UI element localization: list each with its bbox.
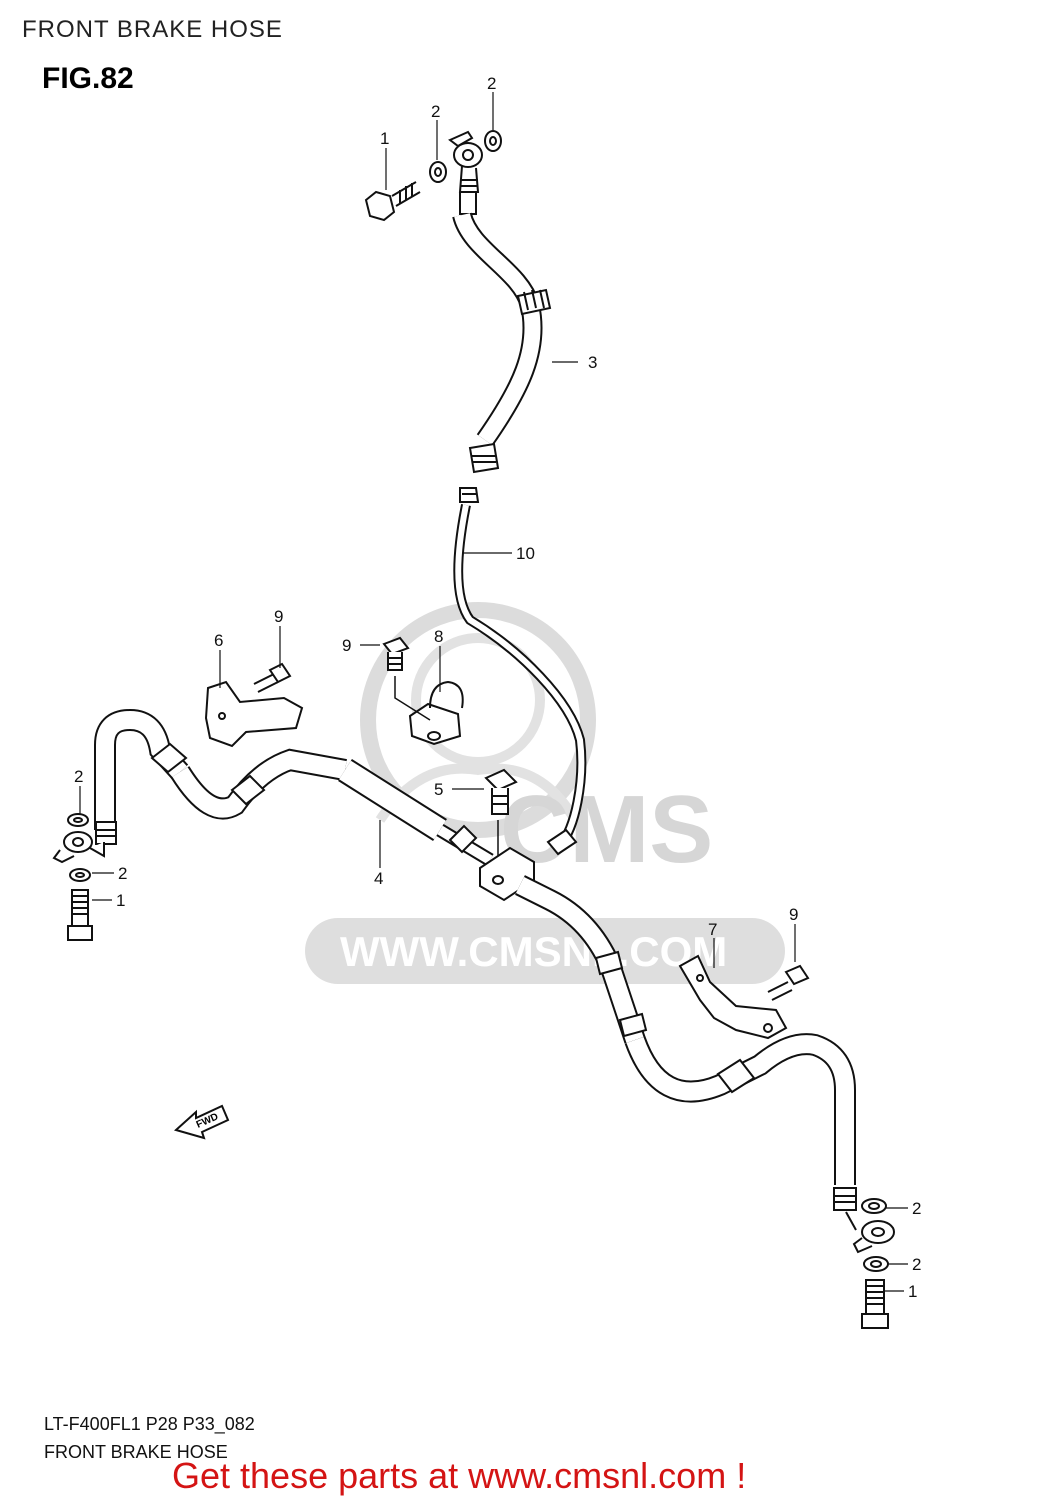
model-code: LT-F400FL1 P28 P33_082 — [44, 1414, 255, 1434]
bolt-9-bracket-6 — [253, 662, 292, 693]
callout-3: 3 — [588, 353, 597, 372]
callout-2-left-b: 2 — [118, 864, 127, 883]
callout-2-top-b: 2 — [487, 74, 496, 93]
callout-7: 7 — [708, 920, 717, 939]
callout-6: 6 — [214, 631, 223, 650]
hose-4-left-assembly — [94, 708, 494, 867]
washer-top-a — [429, 161, 447, 183]
hose-3-fitting-low — [468, 442, 500, 474]
hose-right-assembly — [515, 875, 857, 1211]
callout-1-top: 1 — [380, 129, 389, 148]
callout-1-right: 1 — [908, 1282, 917, 1301]
bolt-5 — [484, 768, 518, 815]
pipe-10-fitting-top — [459, 487, 480, 503]
banjo-right-assembly — [845, 1198, 895, 1329]
callout-5: 5 — [434, 780, 443, 799]
washer-top-b — [484, 130, 502, 152]
figure-number: FIG.82 — [42, 62, 134, 95]
bolt-9-bracket-7 — [767, 964, 810, 1001]
callout-9-bracket-right: 9 — [789, 905, 798, 924]
watermark-logo: CMS WWW.CMSNL.COM — [305, 602, 785, 984]
callout-8: 8 — [434, 627, 443, 646]
bolt-top — [364, 181, 421, 222]
bracket-7 — [678, 954, 810, 1040]
callout-1-left: 1 — [116, 891, 125, 910]
callout-9-bracket-left: 9 — [274, 607, 283, 626]
fwd-direction-arrow: FWD — [173, 1104, 230, 1140]
callout-2-left-a: 2 — [74, 767, 83, 786]
bracket-6 — [204, 662, 304, 748]
banjo-left-assembly — [52, 813, 105, 941]
callout-leaders — [79, 92, 908, 1292]
callout-2-right-a: 2 — [912, 1199, 921, 1218]
figure-caption: FRONT BRAKE HOSE — [44, 1442, 228, 1462]
callout-10: 10 — [516, 544, 535, 563]
watermark-logo-text: CMS — [500, 776, 713, 883]
banjo-fitting-top — [448, 130, 483, 215]
callout-2-right-b: 2 — [912, 1255, 921, 1274]
promo-link[interactable]: Get these parts at www.cmsnl.com ! — [172, 1455, 747, 1496]
top-banjo-assembly — [364, 130, 552, 503]
clamp-8 — [382, 636, 464, 746]
callout-2-top-a: 2 — [431, 102, 440, 121]
callout-9-clamp: 9 — [342, 636, 351, 655]
page-header: FRONT BRAKE HOSE — [22, 16, 283, 43]
callout-numbers: 1 2 2 3 10 9 6 9 8 5 4 2 2 1 7 9 2 2 1 — [74, 74, 921, 1301]
brake-pipe-10 — [453, 504, 587, 856]
bolt-left — [67, 889, 93, 941]
bolt-9-clamp — [382, 636, 410, 671]
watermark-url: WWW.CMSNL.COM — [340, 928, 727, 975]
callout-4: 4 — [374, 869, 383, 888]
hose-3-fitting-mid — [516, 288, 552, 316]
bolt-right — [861, 1279, 889, 1329]
